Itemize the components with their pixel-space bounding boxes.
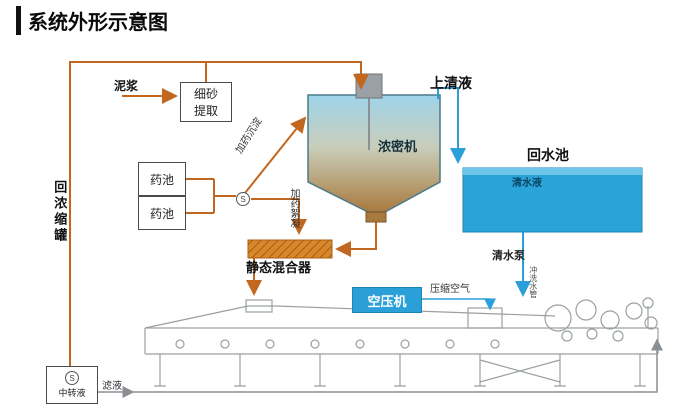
sand-extractor-box: 细砂提取 <box>180 82 232 122</box>
air-compressor-label: 空压机 <box>367 293 407 309</box>
thickener-label: 浓密机 <box>378 139 418 154</box>
slurry-flow-lines <box>69 61 377 366</box>
return-water-pool <box>462 167 643 233</box>
return-concentrate-tank-label: 回浓缩罐 <box>52 180 68 244</box>
air-compressor-box: 空压机 <box>352 287 422 313</box>
return-pool-label: 回水池 <box>527 147 569 163</box>
filtrate-label: 滤液 <box>102 381 122 392</box>
chemical-pool-box-2: 药池 <box>138 196 186 230</box>
chemical-pool-label-2: 药池 <box>149 206 174 221</box>
dosing-pump-symbol: S <box>240 194 246 204</box>
supernatant-label: 上清液 <box>430 75 472 91</box>
tank-motor <box>355 73 383 99</box>
transfer-pump-symbol: S <box>69 373 75 383</box>
flush-water-pipe-label: 冲洗水管 <box>528 266 538 298</box>
sand-extractor-label: 细砂提取 <box>193 87 218 118</box>
transfer-tank-label: 中转液 <box>58 388 86 398</box>
clear-water-pump-label: 清水泵 <box>492 250 525 262</box>
compressed-air-label: 压缩空气 <box>430 284 470 295</box>
chemical-pool-label-1: 药池 <box>149 172 174 187</box>
static-mixer-body <box>247 239 333 259</box>
water-flow-lines <box>420 87 531 311</box>
dosing-pump-icon: S <box>236 192 250 206</box>
transfer-tank-box: S 中转液 <box>46 366 98 404</box>
transfer-pump-icon: S <box>65 371 79 385</box>
static-mixer-label: 静态混合器 <box>246 260 312 275</box>
mud-label: 泥浆 <box>114 79 139 93</box>
dosing-flocculation-label: 加药絮凝 <box>288 188 299 228</box>
thickener-tank <box>307 73 441 223</box>
filtrate-line <box>98 338 663 398</box>
clear-water-label: 清水液 <box>512 178 542 189</box>
chemical-pool-box-1: 药池 <box>138 162 186 196</box>
page-title: 系统外形示意图 <box>16 6 168 35</box>
